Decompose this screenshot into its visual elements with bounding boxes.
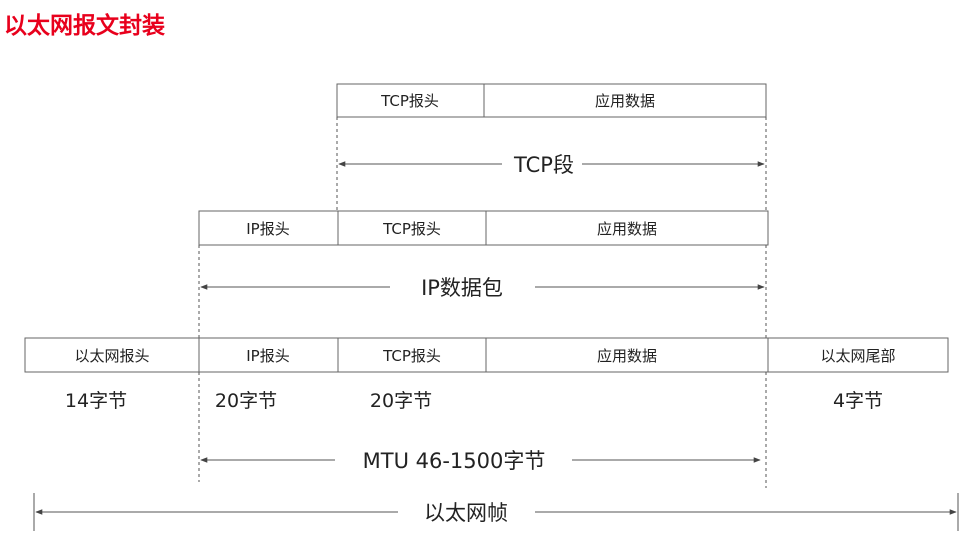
ip-header-cell bbox=[198, 337, 339, 373]
tcp-segment-row: TCP报头 应用数据 bbox=[336, 83, 767, 118]
eth-trailer-cell bbox=[767, 337, 949, 373]
field-sizes: 14字节 20字节 20字节 4字节 bbox=[65, 390, 883, 412]
ip-header-label: IP报头 bbox=[246, 220, 289, 238]
tcp-header-label: TCP报头 bbox=[382, 220, 441, 238]
tcp-header-cell bbox=[337, 337, 487, 373]
ip-packet-row: IP报头 TCP报头 应用数据 bbox=[198, 210, 769, 246]
tcp-segment-span: TCP段 bbox=[336, 117, 767, 211]
tcp-header-label: TCP报头 bbox=[380, 92, 439, 110]
app-data-label: 应用数据 bbox=[595, 92, 655, 110]
tcp-header-cell bbox=[336, 83, 485, 118]
ethernet-frame-row: 以太网报头 IP报头 TCP报头 应用数据 以太网尾部 bbox=[24, 337, 949, 373]
eth-header-cell bbox=[24, 337, 200, 373]
eth-trailer-label: 以太网尾部 bbox=[820, 347, 895, 365]
ip-header-label: IP报头 bbox=[246, 347, 289, 365]
ip-header-size: 20字节 bbox=[215, 390, 277, 412]
page-title: 以太网报文封装 bbox=[4, 13, 165, 39]
tcp-header-size: 20字节 bbox=[370, 390, 432, 412]
tcp-segment-label: TCP段 bbox=[513, 153, 574, 177]
mtu-label: MTU 46-1500字节 bbox=[363, 449, 546, 473]
app-data-label: 应用数据 bbox=[597, 347, 657, 365]
ethernet-frame-span: 以太网帧 bbox=[33, 493, 959, 531]
ethernet-frame-label: 以太网帧 bbox=[424, 501, 508, 525]
ip-packet-span: IP数据包 bbox=[198, 245, 767, 338]
app-data-cell bbox=[483, 83, 767, 118]
app-data-label: 应用数据 bbox=[597, 220, 657, 238]
tcp-header-label: TCP报头 bbox=[382, 347, 441, 365]
eth-header-size: 14字节 bbox=[65, 390, 127, 412]
eth-trailer-size: 4字节 bbox=[833, 390, 883, 412]
tcp-header-cell bbox=[337, 210, 487, 246]
ip-header-cell bbox=[198, 210, 339, 246]
ip-packet-label: IP数据包 bbox=[421, 276, 503, 300]
mtu-span: MTU 46-1500字节 bbox=[198, 372, 767, 488]
eth-header-label: 以太网报头 bbox=[74, 347, 149, 365]
app-data-cell bbox=[485, 210, 769, 246]
